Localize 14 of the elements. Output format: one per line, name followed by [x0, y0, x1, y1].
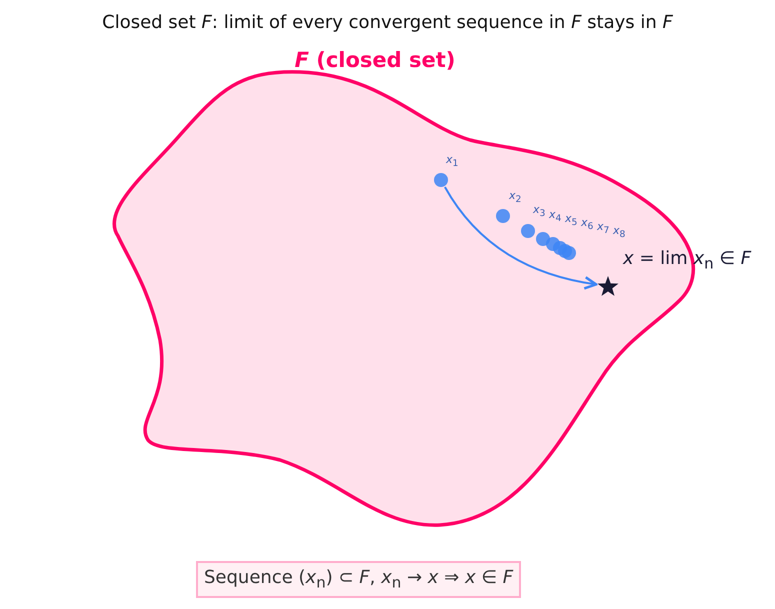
- point-label: x$_{6}$: [581, 216, 594, 232]
- point-label: x$_{3}$: [533, 203, 546, 220]
- point-label: x$_{2}$: [509, 189, 522, 206]
- point-label: x$_{1}$: [446, 153, 458, 170]
- point-label: x$_{7}$: [597, 220, 610, 236]
- point-label: x$_{4}$: [549, 208, 562, 224]
- limit-star-icon: [597, 275, 619, 297]
- title: Closed set F: limit of every convergent sequence in F stays in F: [101, 12, 674, 33]
- region-heading: F (closed set): [294, 48, 456, 72]
- caption-box: Sequence (x$_{n}$) ⊂ F, x$_{n}$ → x ⇒ x ∈ F: [196, 561, 522, 598]
- point-label: x$_{8}$: [613, 224, 626, 240]
- arrow: [444, 186, 598, 290]
- point-label: x$_{5}$: [565, 212, 578, 228]
- limit-label: x = lim x$_{n}$ ∈ F: [623, 248, 752, 273]
